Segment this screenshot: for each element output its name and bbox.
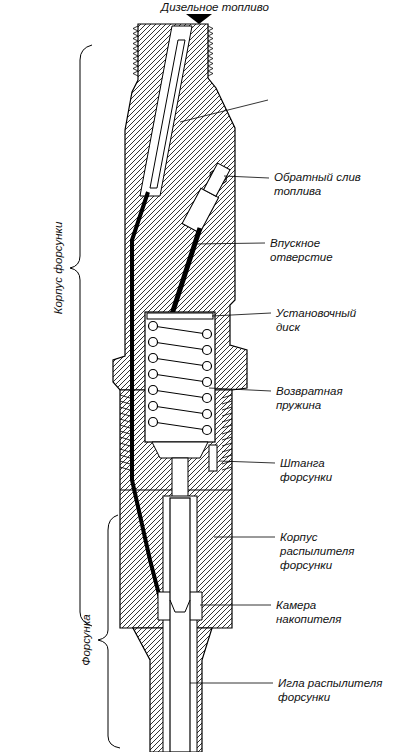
part-label: Возвратная пружина (276, 384, 371, 412)
spring-seat (152, 442, 208, 458)
return-spring (149, 322, 212, 435)
part-label: Камера накопителя (276, 598, 376, 626)
inlet-bore (172, 228, 200, 314)
part-label: Игла распылителя форсунки (278, 676, 396, 704)
inlet-arrow (186, 14, 212, 24)
leader-lines (180, 100, 275, 683)
injector-body (113, 24, 247, 752)
part-label: Впускное отверстие (270, 236, 360, 264)
return-fitting (182, 162, 233, 233)
nozzle-needle (158, 496, 202, 752)
group-bracket-label: Форсунка (79, 614, 93, 665)
inlet-label: Дизельное топливо (140, 0, 290, 14)
part-label: Обратный слив топлива (274, 170, 364, 198)
push-rod (172, 458, 188, 498)
group-bracket-label: Корпус форсунки (51, 222, 65, 315)
part-label: Установочный диск (276, 306, 371, 334)
setting-disk (147, 313, 213, 319)
body-brace (70, 45, 92, 626)
dowel-pin (209, 445, 217, 471)
filter-rod (140, 26, 192, 196)
spring-chamber (145, 312, 217, 498)
part-label: Штанга форсунки (280, 456, 370, 484)
part-label: Корпус распылителя форсунки (280, 530, 358, 572)
nozzle-brace (98, 515, 120, 748)
